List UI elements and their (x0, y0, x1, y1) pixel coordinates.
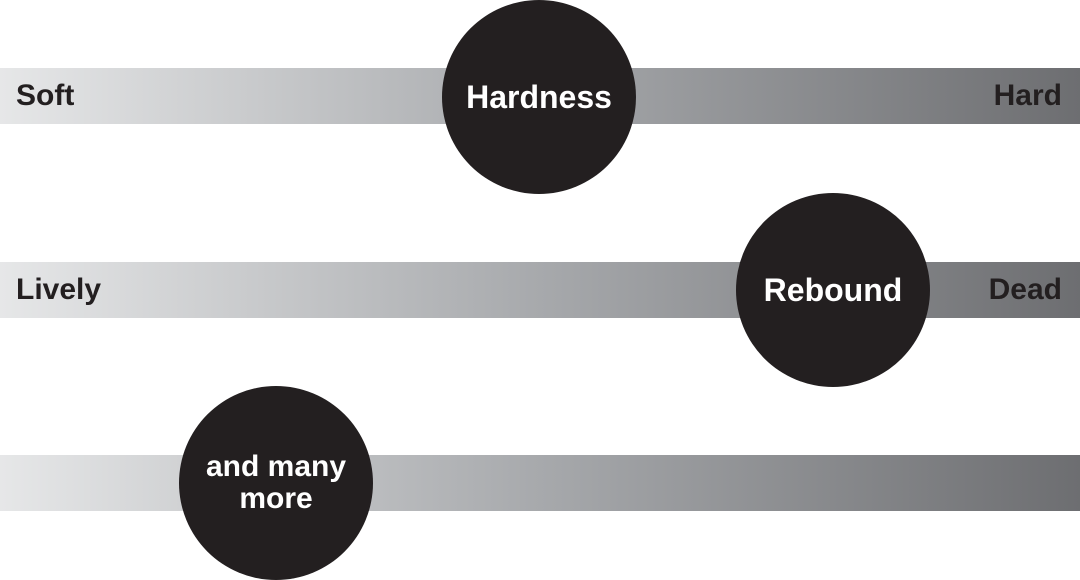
dead-label: Dead (988, 273, 1062, 306)
rebound-circle: Rebound (736, 193, 930, 387)
and-many-more-circle: and many more (179, 386, 373, 580)
hardness-circle-label: Hardness (466, 78, 612, 115)
lively-label: Lively (16, 273, 102, 306)
rebound-circle-label: Rebound (763, 271, 903, 308)
hard-label: Hard (993, 79, 1062, 112)
and-many-more-circle-label: and many more (205, 450, 347, 515)
hardness-circle: Hardness (442, 0, 636, 194)
soft-label: Soft (16, 79, 75, 112)
more-scale-bar (0, 455, 1080, 511)
